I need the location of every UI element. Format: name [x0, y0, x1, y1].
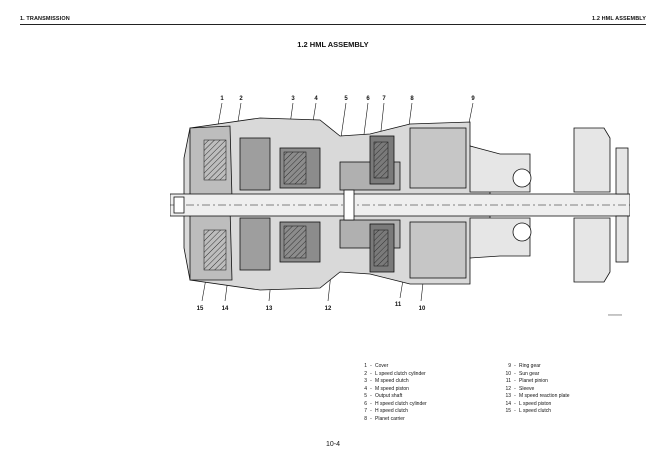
callout-14: 14: [222, 306, 229, 312]
callout-2: 2: [239, 96, 243, 102]
legend-item-label: M speed reaction plate: [519, 393, 570, 399]
callout-4: 4: [314, 96, 318, 102]
legend-item-label: Cover: [375, 363, 389, 369]
legend-item-label: Output shaft: [375, 393, 403, 399]
legend-item-dash: -: [370, 400, 372, 407]
legend-item-number: 10: [505, 370, 511, 377]
legend-item-number: 9: [508, 363, 511, 369]
legend-item-number: 15: [505, 408, 511, 414]
section-title: 1.2 HML ASSEMBLY: [297, 40, 369, 49]
legend-item-label: Sleeve: [519, 385, 535, 392]
header-rule: [20, 24, 646, 25]
legend-item-label: L speed clutch: [519, 408, 552, 414]
legend-item-label: L speed clutch cylinder: [375, 370, 426, 377]
legend-item-label: M speed clutch: [375, 378, 409, 384]
drawing-code: XXXXXXX: [608, 313, 622, 317]
legend-item-number: 6: [364, 400, 367, 407]
legend-item-dash: -: [370, 363, 372, 369]
running-header-chapter: 1. TRANSMISSION: [20, 16, 70, 22]
legend-item-dash: -: [514, 393, 516, 399]
callout-5: 5: [344, 96, 348, 102]
legend-item-dash: -: [370, 370, 372, 377]
legend-item: 14-L speed piston: [499, 401, 570, 409]
legend-item-number: 2: [364, 370, 367, 377]
legend-item: 7-H speed clutch: [355, 408, 427, 416]
hml-assembly-cross-section: 1 2 3 4 5 6 7 8 9 15 14 13 12 11 10 XXXX…: [170, 96, 630, 317]
legend-item-number: 14: [505, 400, 511, 407]
legend-item: 2-L speed clutch cylinder: [355, 371, 427, 379]
callout-7: 7: [382, 96, 386, 102]
legend-item: 12-Sleeve: [499, 386, 570, 394]
legend-item-dash: -: [514, 400, 516, 407]
legend-item: 6-H speed clutch cylinder: [355, 400, 427, 409]
legend-item-number: 5: [364, 393, 367, 399]
callout-1: 1: [220, 96, 224, 102]
callout-11: 11: [395, 302, 402, 308]
callout-15: 15: [197, 306, 204, 312]
legend-item-number: 1: [364, 363, 367, 369]
legend-item-dash: -: [370, 408, 372, 414]
legend-item-label: Planet carrier: [375, 415, 405, 422]
legend-item: 4-M speed piston: [355, 386, 427, 394]
legend-item: 15-L speed clutch: [499, 408, 570, 416]
legend-item: 11-Planet pinion: [499, 378, 570, 386]
legend-item-dash: -: [370, 393, 372, 399]
legend-item: 3-M speed clutch: [355, 378, 427, 386]
callout-10: 10: [419, 306, 426, 312]
legend-item-number: 7: [364, 408, 367, 414]
callout-9: 9: [471, 96, 475, 102]
callout-8: 8: [410, 96, 414, 102]
legend-item-dash: -: [514, 363, 516, 369]
legend-item-label: Ring gear: [519, 363, 541, 369]
legend-item-dash: -: [370, 415, 372, 422]
legend-item-label: Planet pinion: [519, 378, 548, 384]
legend-item-number: 8: [364, 415, 367, 422]
legend-item-dash: -: [514, 370, 516, 377]
legend-item-dash: -: [514, 385, 516, 392]
legend-item: 8-Planet carrier: [355, 416, 427, 424]
page-number: 10-4: [325, 441, 340, 448]
legend-item-number: 3: [364, 378, 367, 384]
legend-item: 1-Cover: [355, 363, 427, 371]
legend-item-label: L speed piston: [519, 400, 552, 407]
legend-item-number: 12: [505, 385, 511, 392]
legend-item-number: 4: [364, 385, 367, 392]
legend-item-dash: -: [370, 385, 372, 392]
callout-13: 13: [266, 306, 273, 312]
legend-item-dash: -: [514, 408, 516, 414]
legend-item-number: 13: [505, 393, 511, 399]
callout-3: 3: [291, 96, 295, 102]
legend-item-dash: -: [514, 378, 516, 384]
callout-12: 12: [325, 306, 332, 312]
legend-item-label: H speed clutch: [375, 408, 409, 414]
callout-6: 6: [366, 96, 370, 102]
legend-item: 9-Ring gear: [499, 363, 570, 371]
legend-item-label: H speed clutch cylinder: [375, 400, 427, 407]
legend-item: 5-Output shaft: [355, 393, 427, 401]
legend-item: 10-Sun gear: [499, 371, 570, 379]
legend-item-number: 11: [505, 378, 511, 384]
running-header-section: 1.2 HML ASSEMBLY: [592, 16, 646, 22]
legend-item-label: M speed piston: [375, 385, 409, 392]
legend-item-dash: -: [370, 378, 372, 384]
legend-item: 13-M speed reaction plate: [499, 393, 570, 401]
legend-item-label: Sun gear: [519, 370, 540, 377]
